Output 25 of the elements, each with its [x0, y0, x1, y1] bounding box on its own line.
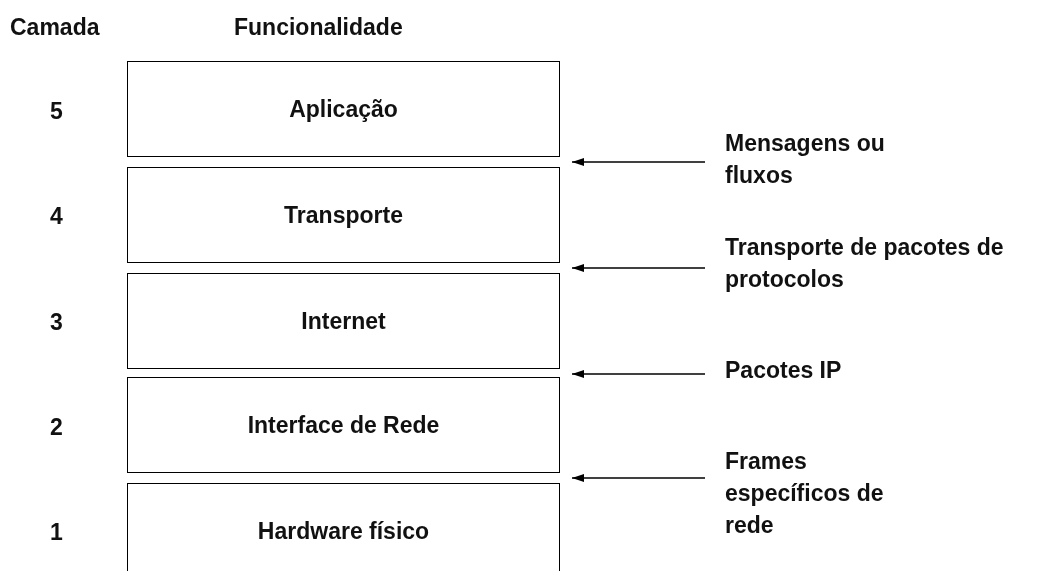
- column-header: Camada: [10, 14, 100, 41]
- layer-box: [127, 377, 560, 473]
- layer-number: 4: [50, 203, 63, 230]
- layer-box: [127, 167, 560, 263]
- layer-name: Interface de Rede: [247, 411, 440, 439]
- layer-number: 3: [50, 309, 63, 336]
- column-header: Funcionalidade: [234, 14, 403, 41]
- data-unit-label: Mensagens ou fluxos: [725, 127, 905, 191]
- layer-number: 1: [50, 519, 63, 546]
- layer-name: Transporte: [284, 201, 403, 229]
- data-unit-label: Transporte de pacotes de protocolos: [725, 231, 1015, 295]
- arrow: [571, 474, 706, 482]
- arrow: [571, 370, 706, 378]
- data-unit-label: Pacotes IP: [725, 354, 1015, 386]
- layer-name: Hardware físico: [257, 517, 430, 545]
- layer-name: Internet: [301, 307, 386, 335]
- layer-box: [127, 273, 560, 369]
- layer-box: [127, 483, 560, 571]
- layer-box: [127, 61, 560, 157]
- data-unit-label: Frames específicos de rede: [725, 445, 935, 541]
- layer-number: 5: [50, 98, 63, 125]
- layer-number: 2: [50, 414, 63, 441]
- arrow: [571, 158, 706, 166]
- layer-name: Aplicação: [289, 95, 398, 123]
- arrow: [571, 264, 706, 272]
